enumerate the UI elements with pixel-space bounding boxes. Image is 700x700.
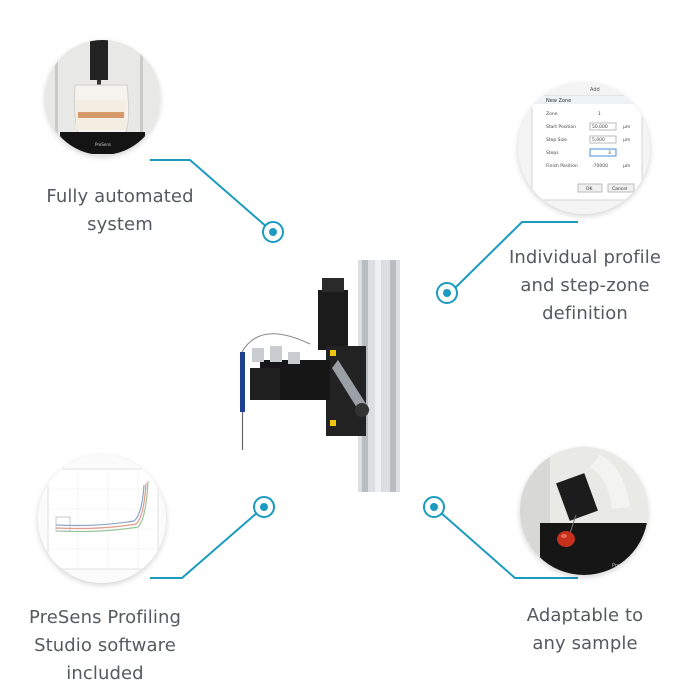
base-logo-text: PreSens bbox=[95, 142, 111, 147]
dialog-row-value: 50,000 bbox=[592, 124, 608, 130]
zone-dialog-thumbnail: Add New Zone Zone 1 Start Position 50,00… bbox=[518, 82, 650, 214]
automated-system-photo: PreSens bbox=[45, 40, 160, 155]
dialog-row-label: Zone bbox=[546, 111, 558, 117]
connector-top-left bbox=[150, 159, 269, 229]
dialog-row-unit: µm bbox=[623, 138, 630, 143]
feature-line: any sample bbox=[532, 633, 638, 654]
feature-line: Adaptable to bbox=[526, 605, 644, 626]
connector-bottom-right bbox=[439, 511, 578, 579]
dialog-cancel-button: Cancel bbox=[612, 186, 627, 192]
dialog-row-value: -70000 bbox=[592, 163, 608, 169]
connector-bottom-left bbox=[150, 511, 259, 579]
dialog-row-value: 1 bbox=[598, 111, 601, 117]
sample-photo: PreSens bbox=[520, 447, 648, 575]
feature-line: PreSens Profiling bbox=[28, 607, 182, 628]
feature-dot-bottom-left bbox=[253, 496, 275, 518]
feature-dot-top-right bbox=[436, 282, 458, 304]
dialog-ok-button: OK bbox=[586, 186, 594, 192]
dialog-row-value: 3 bbox=[608, 150, 611, 156]
feature-line: included bbox=[66, 663, 144, 684]
dialog-row-label: Finish Position bbox=[546, 163, 578, 169]
dialog-row-unit: µm bbox=[623, 125, 630, 130]
feature-line: and step-zone bbox=[520, 275, 650, 296]
feature-sample-text: Adaptable to any sample bbox=[505, 602, 665, 658]
feature-line: Individual profile bbox=[508, 247, 662, 268]
dialog-row-value: 5,000 bbox=[592, 137, 605, 143]
software-screenshot bbox=[38, 455, 166, 583]
feature-line: system bbox=[87, 214, 153, 235]
feature-line: Studio software bbox=[34, 635, 176, 656]
feature-line: definition bbox=[542, 303, 628, 324]
dialog-row-unit: µm bbox=[623, 164, 630, 169]
connector-top-right bbox=[454, 221, 578, 289]
dialog-row-label: Start Position bbox=[546, 124, 576, 130]
feature-dot-top-left bbox=[262, 221, 284, 243]
profiler-device-image bbox=[230, 260, 410, 500]
feature-software-text: PreSens Profiling Studio software includ… bbox=[10, 604, 200, 688]
feature-line: Fully automated bbox=[46, 186, 194, 207]
feature-automated-text: Fully automated system bbox=[40, 183, 200, 239]
dialog-window-title: Add bbox=[590, 87, 600, 93]
dialog-row-label: Step Size bbox=[546, 137, 567, 143]
dialog-row-label: Steps bbox=[546, 150, 559, 156]
dialog-title: New Zone bbox=[546, 98, 571, 104]
feature-dot-bottom-right bbox=[423, 496, 445, 518]
feature-profile-text: Individual profile and step-zone definit… bbox=[500, 244, 670, 328]
